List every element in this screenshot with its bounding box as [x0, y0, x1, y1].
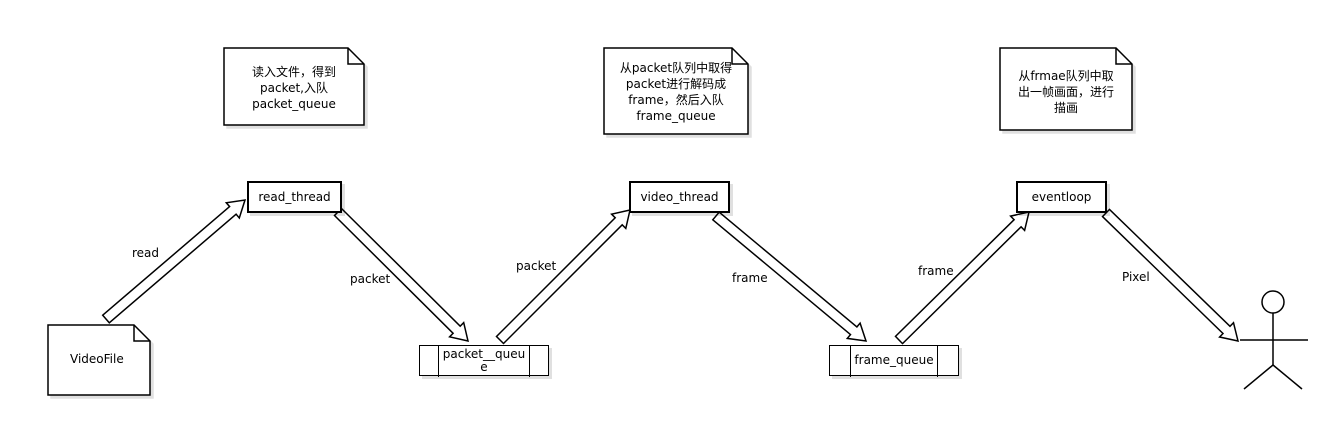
edge-label-frame-in: frame	[918, 264, 954, 278]
note-shape-read	[223, 47, 365, 126]
video-thread-node: video_thread	[629, 181, 730, 213]
eventloop-label: eventloop	[1031, 190, 1092, 204]
note-fold-read	[347, 48, 364, 65]
note-shape-event	[999, 47, 1133, 131]
arrow-frame-in	[894, 211, 1031, 345]
note-fold-video	[731, 48, 748, 65]
packet-queue-label: packet__queu e	[442, 347, 526, 374]
videofile-fold	[133, 325, 150, 342]
note-video: 从packet队列中取得 packet进行解码成 frame，然后入队 fram…	[619, 61, 733, 123]
note-fold-event	[1115, 48, 1132, 65]
arrow-packet-in	[495, 209, 631, 345]
edge-label-read: read	[132, 246, 160, 260]
note-event: 从frmae队列中取 出一帧画面，进行 描画	[1017, 69, 1114, 115]
read-thread-node: read_thread	[247, 181, 342, 213]
read-thread-label: read_thread	[258, 190, 331, 204]
edge-label-packet-in: packet	[516, 259, 557, 273]
note-shape-video	[603, 47, 749, 135]
arrow-frame-out	[711, 211, 868, 342]
arrow-pixel	[1101, 208, 1240, 342]
frame-queue-label: frame_queue	[854, 353, 934, 367]
videofile-label: VideoFile	[70, 352, 124, 366]
eventloop-node: eventloop	[1016, 181, 1107, 213]
edge-label-frame-out: frame	[732, 271, 768, 285]
videofile-shape	[47, 324, 151, 396]
actor-icon	[1240, 290, 1308, 390]
arrow-read	[101, 199, 247, 324]
frame-queue-node: frame_queue	[829, 344, 959, 377]
video-thread-label: video_thread	[640, 190, 719, 204]
note-read: 读入文件，得到 packet,入队 packet_queue	[251, 65, 336, 111]
edge-label-pixel: Pixel	[1122, 270, 1150, 284]
packet-queue-node: packet__queu e	[419, 344, 549, 377]
edge-label-packet-out: packet	[350, 272, 391, 286]
arrow-packet-out	[333, 207, 470, 342]
